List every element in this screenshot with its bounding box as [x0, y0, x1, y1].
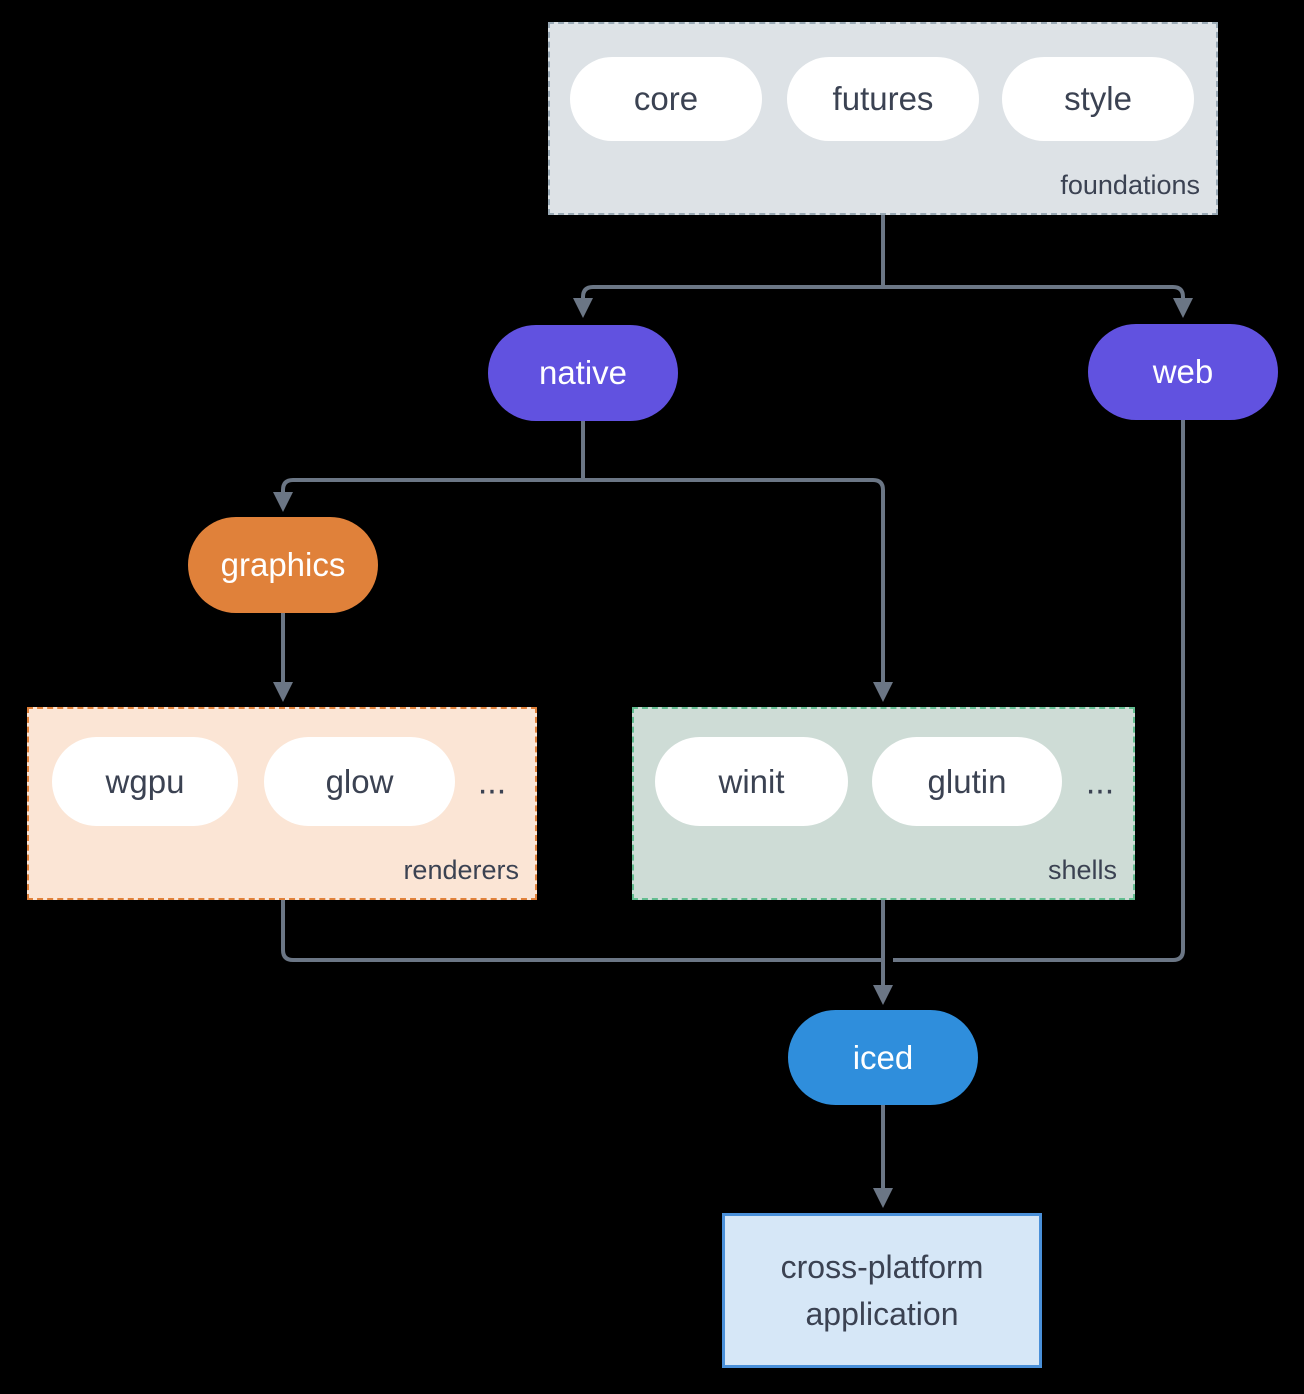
- node-glow: glow: [264, 737, 455, 826]
- application-label-line1: cross-platform: [780, 1248, 984, 1285]
- node-style: style: [1002, 57, 1194, 141]
- renderers-group-label: renderers: [403, 855, 519, 885]
- shells-ellipsis: ...: [1085, 763, 1115, 802]
- arrow-foundations-native: [573, 215, 885, 318]
- foundations-group-label: foundations: [1060, 170, 1200, 200]
- node-native: native: [488, 325, 678, 421]
- arrow-native-shells: [583, 478, 893, 702]
- node-core: core: [570, 57, 762, 141]
- arrow-web-join: [893, 420, 1185, 962]
- node-futures: futures: [787, 57, 979, 141]
- arrow-native-graphics: [273, 421, 585, 512]
- node-wgpu: wgpu: [52, 737, 238, 826]
- node-winit: winit: [655, 737, 848, 826]
- node-web: web: [1088, 324, 1278, 420]
- renderers-ellipsis: ...: [477, 763, 507, 802]
- node-iced: iced: [788, 1010, 978, 1105]
- cross-platform-application-box: cross-platform application: [722, 1213, 1042, 1368]
- arrow-foundations-web: [883, 285, 1193, 318]
- arrow-renderers-join: [281, 900, 883, 962]
- application-label-line2: application: [805, 1295, 959, 1332]
- shells-group-label: shells: [1047, 855, 1117, 885]
- node-glutin: glutin: [872, 737, 1062, 826]
- node-graphics: graphics: [188, 517, 378, 613]
